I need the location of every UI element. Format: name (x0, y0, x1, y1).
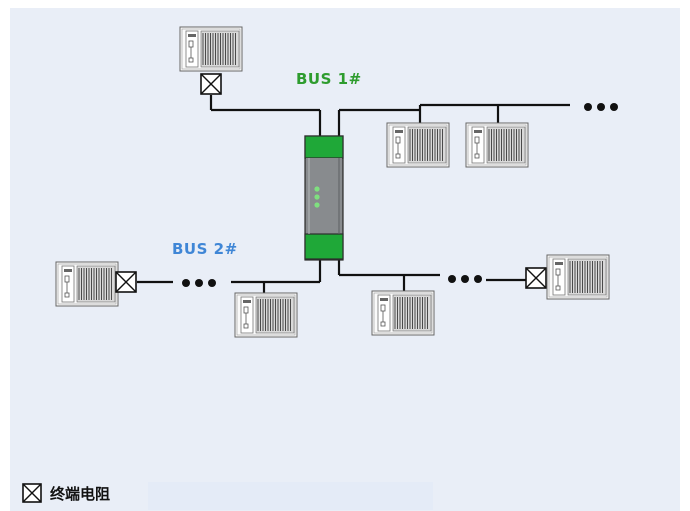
legend-label: 终端电阻 (50, 484, 111, 503)
terminal-resistor-icon (200, 73, 222, 95)
terminal-resistor-icon (525, 267, 547, 289)
bus1-wires (209, 95, 570, 137)
ellipsis-icon (448, 275, 482, 283)
io-rack-icon (546, 254, 610, 300)
io-rack-icon (179, 26, 243, 72)
repeater-hub-icon (304, 135, 344, 261)
ellipsis-icon (182, 279, 216, 287)
io-rack-icon (465, 122, 529, 168)
bus2-wires (137, 259, 526, 294)
io-rack-icon (55, 261, 119, 307)
io-rack-icon (371, 290, 435, 336)
bus2-label: BUS 2# (172, 240, 238, 258)
io-rack-icon (386, 122, 450, 168)
terminal-resistor-icon (115, 271, 137, 293)
terminal-resistor-icon (22, 483, 42, 503)
bus1-label: BUS 1# (296, 70, 362, 88)
legend: 终端电阻 (22, 482, 110, 504)
ellipsis-icon (584, 103, 618, 111)
io-rack-icon (234, 292, 298, 338)
legend-strip (148, 482, 433, 510)
